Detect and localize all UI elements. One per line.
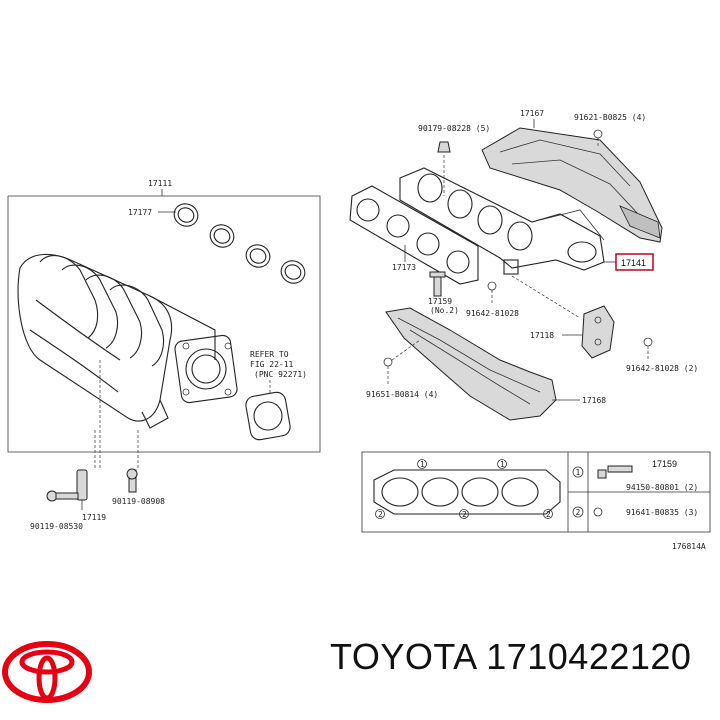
refer-to-line3: (PNC 92271) — [254, 370, 307, 379]
label-17167: 17167 — [520, 109, 544, 118]
brand-name: TOYOTA — [330, 636, 476, 677]
intake-manifold-body — [17, 253, 238, 429]
part-number: 1710422120 — [486, 636, 692, 677]
lower-heat-insulator — [385, 307, 557, 421]
label-91651-b0814: 91651-B0814 (4) — [366, 390, 438, 399]
drawing-code: 176814A — [672, 542, 706, 551]
label-91621-b0825: 91621-B0825 (4) — [574, 113, 646, 122]
throttle-gasket — [245, 391, 291, 441]
toyota-logo — [2, 641, 92, 703]
exhaust-manifold-body — [399, 167, 605, 275]
label-17173: 17173 — [392, 263, 416, 272]
inset-label-17159: 17159 — [652, 459, 677, 469]
bracket-17118 — [581, 305, 615, 359]
legend-ref-1: 1 — [576, 468, 581, 477]
label-90119-08908: 90119-08908 — [112, 497, 165, 506]
label-91642-81028-b: 91642-81028 (2) — [626, 364, 698, 373]
bolt-90119-08530 — [46, 490, 79, 502]
inset-label-94150: 94150-80801 (2) — [626, 483, 698, 492]
inset-ref-2b: 2 — [462, 510, 467, 519]
stud-17159 — [429, 271, 446, 297]
exhaust-gasket — [349, 185, 479, 285]
label-17159-no2: (No.2) — [430, 306, 459, 315]
exhaust-manifold-group: 17167 90179-08228 (5) 91621-B0825 (4) 17… — [349, 109, 698, 421]
label-90179-08228: 90179-08228 (5) — [418, 124, 490, 133]
inset-ref-1b: 1 — [500, 460, 505, 469]
intake-frame — [7, 195, 321, 453]
refer-to-line1: REFER TO — [250, 350, 289, 359]
label-90119-08530: 90119-08530 — [30, 522, 83, 531]
label-17111: 17111 — [148, 179, 172, 188]
inset-box: 1 1 2 2 2 1 2 17159 94150-80801 (2) 9164… — [361, 451, 711, 533]
legend-ref-2: 2 — [576, 508, 581, 517]
upper-heat-insulator — [481, 127, 663, 243]
label-17177: 17177 — [128, 208, 152, 217]
label-17141: 17141 — [621, 258, 646, 268]
label-17159: 17159 — [428, 297, 452, 306]
inset-stud — [597, 465, 633, 479]
label-91642-81028-a: 91642-81028 — [466, 309, 519, 318]
bolt-17119 — [76, 469, 88, 510]
inset-ref-2a: 2 — [378, 510, 383, 519]
nut-90179 — [437, 141, 451, 153]
label-17119: 17119 — [82, 513, 106, 522]
refer-to-line2: FIG 22-11 — [250, 360, 294, 369]
bolt-90119-08908 — [126, 468, 138, 493]
inset-ref-1a: 1 — [420, 460, 425, 469]
label-17168: 17168 — [582, 396, 606, 405]
label-17118: 17118 — [530, 331, 554, 340]
inset-ref-2c: 2 — [546, 510, 551, 519]
brand-caption: TOYOTA 1710422120 — [330, 636, 691, 678]
intake-manifold-group: 17111 17177 — [7, 179, 321, 531]
intake-gasket — [173, 203, 306, 284]
inset-label-91641: 91641-B0835 (3) — [626, 508, 698, 517]
inset-gasket — [373, 469, 561, 515]
